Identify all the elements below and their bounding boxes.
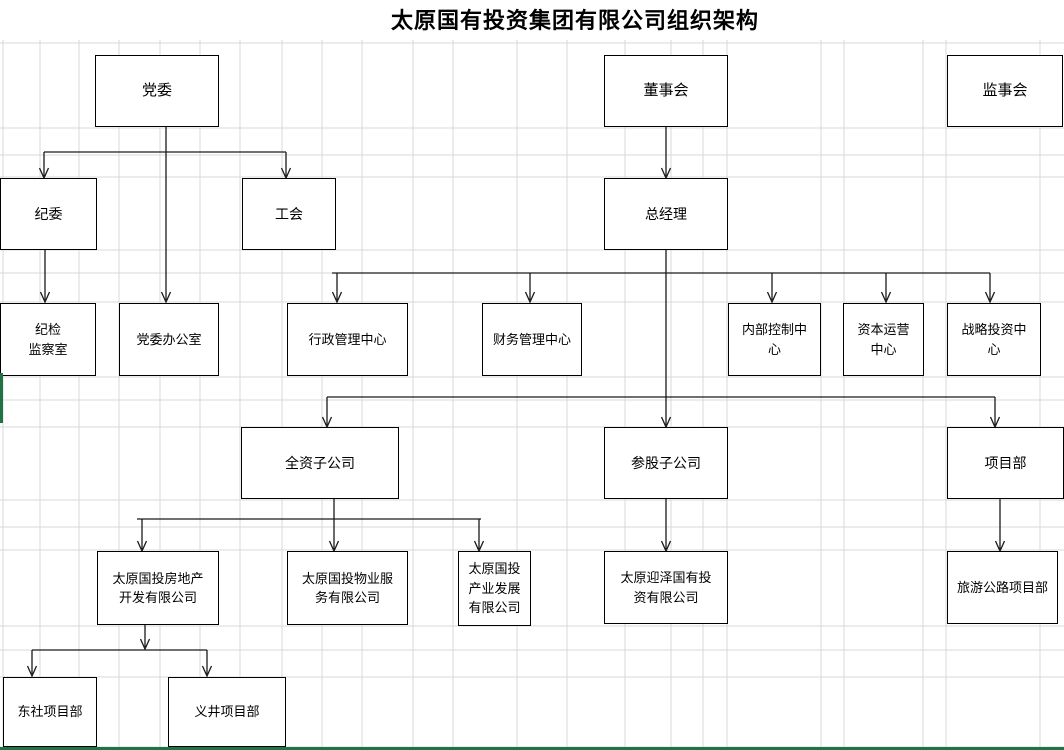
- org-node-dongshe-project[interactable]: 东社项目部: [3, 677, 97, 747]
- org-node-internal-control-center[interactable]: 内部控制中 心: [728, 303, 821, 376]
- org-node-general-manager[interactable]: 总经理: [604, 178, 728, 250]
- chart-title: 太原国有投资集团有限公司组织架构: [390, 8, 759, 33]
- org-node-tourism-highway-project[interactable]: 旅游公路项目部: [947, 551, 1058, 624]
- org-node-capital-operation-center[interactable]: 资本运营 中心: [843, 303, 924, 376]
- org-node-party-committee[interactable]: 党委: [95, 55, 219, 127]
- org-node-yingze-investment-company[interactable]: 太原迎泽国有投 资有限公司: [604, 551, 728, 624]
- org-node-yijing-project[interactable]: 义井项目部: [168, 677, 286, 747]
- org-node-finance-management-center[interactable]: 财务管理中心: [482, 303, 582, 376]
- org-node-admin-management-center[interactable]: 行政管理中心: [287, 303, 408, 376]
- org-node-wholly-owned-subsidiaries[interactable]: 全资子公司: [241, 427, 399, 499]
- org-node-property-service-company[interactable]: 太原国投物业服 务有限公司: [287, 551, 408, 625]
- org-node-board-of-directors[interactable]: 董事会: [604, 55, 728, 127]
- org-node-discipline-committee[interactable]: 纪委: [0, 178, 97, 250]
- org-node-labor-union[interactable]: 工会: [242, 178, 336, 250]
- org-node-project-department[interactable]: 项目部: [947, 427, 1064, 499]
- selection-indicator-left: [0, 373, 3, 423]
- org-node-real-estate-company[interactable]: 太原国投房地产 开发有限公司: [97, 551, 219, 625]
- org-node-supervisory-board[interactable]: 监事会: [947, 55, 1063, 127]
- sheet-bottom-edge: [0, 747, 1064, 750]
- org-node-equity-subsidiaries[interactable]: 参股子公司: [604, 427, 728, 499]
- org-node-industry-development-company[interactable]: 太原国投 产业发展 有限公司: [458, 551, 531, 626]
- org-node-discipline-inspection-office[interactable]: 纪检 监察室: [0, 303, 96, 376]
- org-node-strategic-investment-center[interactable]: 战略投资中 心: [947, 303, 1041, 376]
- org-node-party-committee-office[interactable]: 党委办公室: [119, 303, 219, 376]
